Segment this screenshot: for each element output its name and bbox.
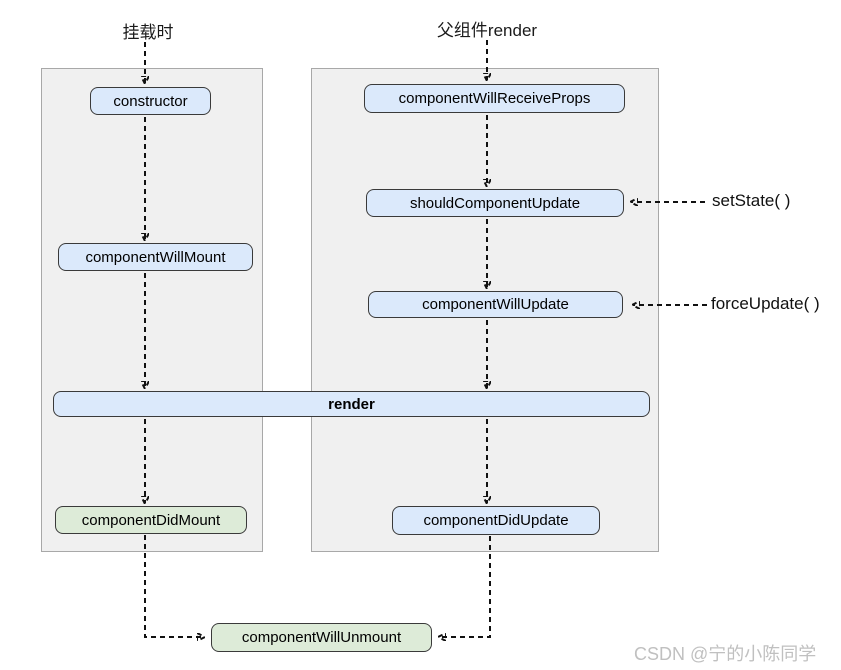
node-should-component-update: shouldComponentUpdate (366, 189, 624, 217)
node-component-did-update: componentDidUpdate (392, 506, 600, 535)
forceupdate-label: forceUpdate( ) (711, 294, 820, 313)
node-component-did-mount: componentDidMount (55, 506, 247, 534)
node-render: render (53, 391, 650, 417)
csdn-watermark: CSDN @宁的小陈同学 (634, 644, 817, 664)
column-label-parent-render: 父组件render (436, 21, 538, 40)
node-component-will-unmount: componentWillUnmount (211, 623, 432, 652)
node-component-will-update: componentWillUpdate (368, 291, 623, 318)
mount-phase-panel (41, 68, 263, 552)
node-component-will-mount: componentWillMount (58, 243, 253, 271)
setstate-label: setState( ) (712, 191, 791, 210)
node-constructor: constructor (90, 87, 211, 115)
node-component-will-receive-props: componentWillReceiveProps (364, 84, 625, 113)
column-label-mount: 挂载时 (122, 23, 174, 42)
